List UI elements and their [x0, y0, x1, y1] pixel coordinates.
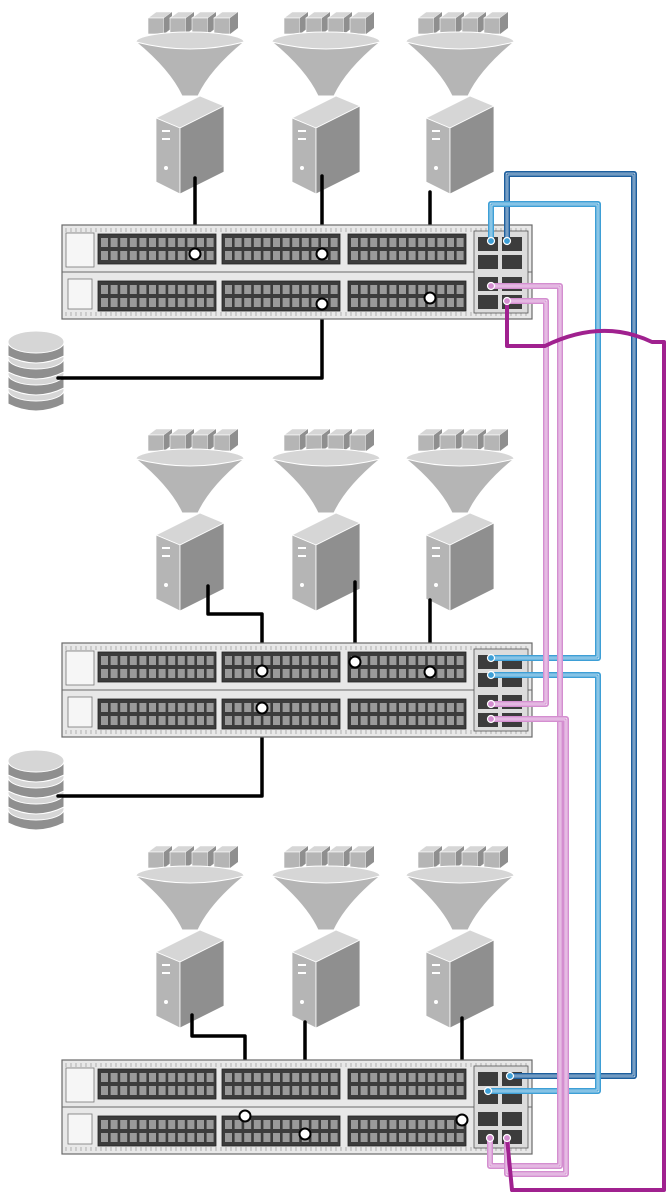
- stack-2-server-2: [271, 428, 381, 612]
- stack-3: [61, 845, 533, 1155]
- uplink-port-dot-7: [486, 699, 496, 709]
- stacking-cables: [483, 171, 666, 1192]
- stack-1-switch: [61, 224, 533, 320]
- uplink-port-dot-9: [505, 1071, 515, 1081]
- uplink-port-dot-10: [483, 1086, 493, 1096]
- uplink-port-dot-6: [486, 670, 496, 680]
- pink-stacking-cable-3: [488, 716, 569, 1177]
- uplink-port-dot-8: [486, 714, 496, 724]
- stack-1-storage-cable: [56, 302, 324, 380]
- stack-1-port-dot-4: [315, 297, 329, 311]
- stack-3-port-dot-3: [455, 1113, 469, 1127]
- uplink-port-dot-4: [502, 296, 512, 306]
- uplink-port-dot-3: [486, 281, 496, 291]
- stack-3-server-1: [135, 845, 245, 1029]
- uplink-port-dot-11: [485, 1133, 495, 1143]
- blue-stacking-cable-1: [504, 171, 637, 1079]
- purple-stacking-cable: [505, 299, 666, 1192]
- stack-3-server-3: [405, 845, 515, 1029]
- stack-1-port-dot-2: [315, 247, 329, 261]
- switch-stacks: [7, 11, 533, 1155]
- stack-2-server-1: [135, 428, 245, 612]
- stack-2: [7, 428, 533, 831]
- stack-1-server-2: [271, 11, 381, 195]
- pink-stacking-cable-1: [487, 283, 563, 1169]
- uplink-port-dot-5: [486, 653, 496, 663]
- stack-1-port-dot-1: [188, 247, 202, 261]
- stack-2-server-3: [405, 428, 515, 612]
- stack-2-switch: [61, 642, 533, 738]
- stack-2-port-dot-4: [255, 701, 269, 715]
- stack-3-server-2: [271, 845, 381, 1029]
- uplink-port-dot-2: [502, 236, 512, 246]
- stack-3-port-dot-2: [298, 1127, 312, 1141]
- stack-3-port-dot-1: [238, 1109, 252, 1123]
- stack-1-port-dot-3: [423, 291, 437, 305]
- stack-1-storage: [7, 330, 65, 412]
- stack-2-storage: [7, 749, 65, 831]
- stack-1: [7, 11, 533, 412]
- stack-1-server-1: [135, 11, 245, 195]
- stack-2-port-dot-1: [255, 664, 269, 678]
- pink-stacking-cable-2: [488, 298, 549, 707]
- uplink-port-dot-1: [486, 236, 496, 246]
- stack-3-switch: [61, 1059, 533, 1155]
- stack-2-port-dot-3: [423, 665, 437, 679]
- stack-2-port-dot-2: [348, 655, 362, 669]
- uplink-port-dot-12: [502, 1133, 512, 1143]
- stack-1-server-3: [405, 11, 515, 195]
